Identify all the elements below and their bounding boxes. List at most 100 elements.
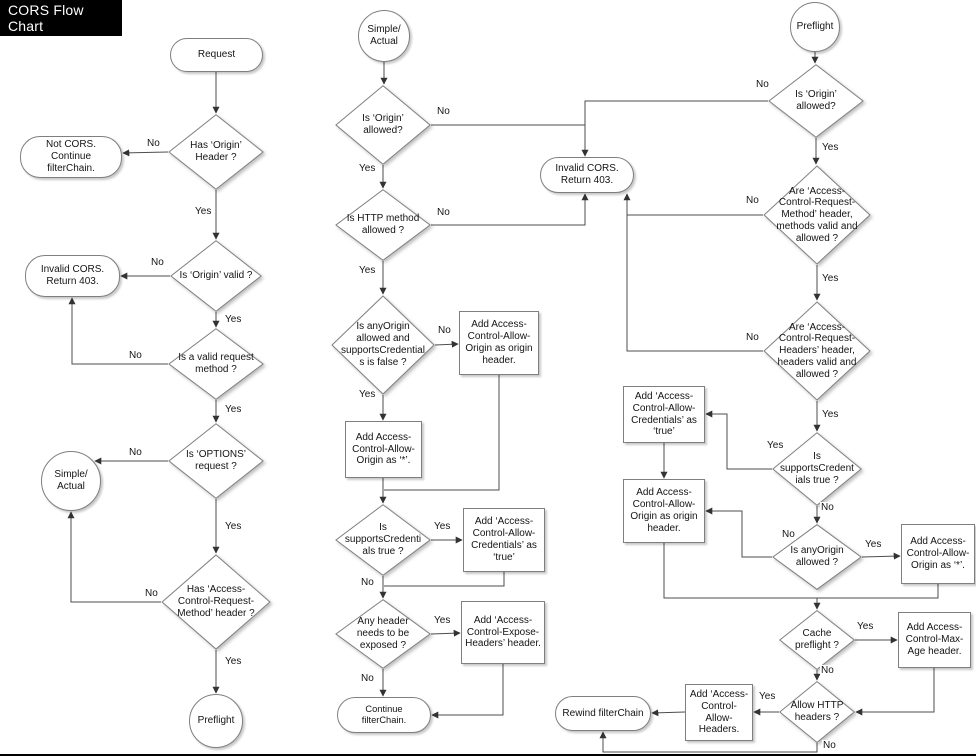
node-label: Add ‘Access-Control-Allow-Credentials’ a… [631, 390, 697, 438]
edge-label-yes: Yes [224, 404, 243, 415]
edge [599, 731, 818, 753]
edges-left [67, 72, 220, 694]
edge [384, 572, 505, 587]
node-label: Is ‘Origin’ allowed? [795, 89, 837, 112]
diamond-shape [168, 328, 264, 400]
node-label: Invalid CORS. Return 403. [40, 264, 105, 287]
diamond-shape [331, 295, 435, 395]
edge-label-no: No [755, 79, 770, 90]
node-not-cors: Not CORS. Continue filterChain. [20, 136, 122, 178]
decision-supports-credentials-right: Is supportsCredentials true ? [772, 432, 862, 506]
decision-valid-request-method: Is a valid request method ? [168, 328, 264, 400]
node-label: Are ‘Access-Control-Request-Method’ head… [776, 185, 858, 244]
edge-label-no: No [128, 350, 143, 361]
node-request: Request [170, 38, 263, 72]
node-add-allow-headers: Add ‘Access-Control-Allow-Headers. [685, 684, 753, 741]
edge-label-yes: Yes [758, 691, 777, 702]
edges-right [599, 52, 939, 753]
diamond-shape [168, 114, 264, 190]
edge-label-yes: Yes [766, 440, 785, 451]
decision-options-request: Is ‘OPTIONS’ request ? [168, 423, 264, 499]
node-label: Request [197, 49, 236, 61]
node-label: Add Access-Control-Allow-Origin as origi… [465, 319, 533, 366]
node-label: Any header needs to be exposed ? [356, 616, 410, 651]
diamond-shape [170, 240, 262, 312]
edge-label-yes: Yes [224, 314, 243, 325]
node-label: Is ‘OPTIONS’ request ? [185, 449, 246, 472]
decision-allow-http-headers: Allow HTTP headers ? [779, 681, 855, 743]
edge-label-no: No [820, 502, 835, 513]
node-label: Is a valid request method ? [178, 352, 254, 375]
diamond-shape [763, 301, 871, 401]
edge-label-yes: Yes [821, 142, 840, 153]
decision-acrm-valid: Are ‘Access-Control-Request-Method’ head… [763, 165, 871, 265]
node-label: Simple/ Actual [54, 469, 88, 492]
edge-label-no: No [360, 577, 375, 588]
edge-label-yes: Yes [358, 389, 377, 400]
node-label: Cache preflight ? [795, 628, 839, 651]
edge [584, 100, 768, 125]
decision-cache-preflight: Cache preflight ? [779, 610, 855, 670]
node-label: Is anyOrigin allowed and supportsCredent… [341, 321, 425, 368]
node-label: Is ‘Origin’ valid ? [179, 270, 253, 282]
edge-label-no: No [144, 588, 159, 599]
node-label: Is HTTP method allowed ? [346, 213, 420, 236]
node-label: Not CORS. Continue filterChain. [45, 139, 96, 174]
diamond-shape [772, 432, 862, 506]
edge-label-no: No [436, 207, 451, 218]
node-label: Simple/ Actual [367, 24, 401, 47]
node-label: Add Access-Control-Max-Age header. [905, 622, 964, 657]
edge [431, 193, 589, 226]
edge-label-no: No [150, 257, 165, 268]
edge [705, 410, 772, 470]
node-add-acao-origin-mid: Add Access-Control-Allow-Origin as origi… [459, 311, 539, 375]
edge [651, 709, 686, 717]
decision-any-header-exposed: Any header needs to be exposed ? [335, 599, 431, 669]
node-add-max-age: Add Access-Control-Max-Age header. [898, 612, 971, 668]
edge-label-yes: Yes [433, 521, 452, 532]
edge [663, 543, 821, 610]
diamond-shape [168, 423, 264, 499]
edge-label-yes: Yes [856, 621, 875, 632]
diamond-shape [335, 189, 431, 261]
edge-label-no: No [745, 332, 760, 343]
edge-label-no: No [822, 740, 837, 751]
node-preflight-left: Preflight [189, 694, 243, 748]
edge-label-yes: Yes [821, 273, 840, 284]
node-label: Allow HTTP headers ? [790, 700, 844, 723]
node-rewind-filterchain: Rewind filterChain [555, 696, 651, 731]
edge [430, 629, 461, 637]
node-label: Are ‘Access-Control-Request-Headers’ hea… [777, 321, 857, 380]
node-label: Add ‘Access-Control-Allow-Headers. [689, 688, 749, 736]
decision-acrh-valid: Are ‘Access-Control-Request-Headers’ hea… [763, 301, 871, 401]
diamond-shape [768, 64, 864, 138]
edge [384, 375, 500, 491]
diamond-shape [779, 610, 855, 670]
node-label: Preflight [197, 715, 235, 727]
edge [67, 511, 161, 603]
decision-http-method-allowed: Is HTTP method allowed ? [335, 189, 431, 261]
diamond-shape [335, 85, 431, 165]
node-add-acac-true-right: Add ‘Access-Control-Allow-Credentials’ a… [623, 386, 705, 443]
node-continue-filterchain: Continue filterChain. [337, 697, 431, 733]
node-label: Is ‘Origin’ allowed? [362, 113, 404, 136]
edge [623, 193, 763, 216]
node-simple-actual-mid: Simple/ Actual [358, 10, 410, 62]
edge-label-no: No [128, 447, 143, 458]
decision-anyorigin-credentials-false: Is anyOrigin allowed and supportsCredent… [331, 295, 435, 395]
node-label: Invalid CORS. Return 403. [555, 163, 619, 186]
edge-label-no: No [745, 195, 760, 206]
node-invalid-cors-mid: Invalid CORS. Return 403. [540, 157, 634, 193]
edge [431, 664, 504, 719]
node-label: Is supportsCredentials true ? [780, 451, 854, 486]
node-label: Preflight [796, 21, 834, 33]
diamond-shape [335, 599, 431, 669]
edge-label-yes: Yes [433, 615, 452, 626]
node-invalid-cors-left: Invalid CORS. Return 403. [25, 255, 120, 297]
node-label: Has ‘Origin’ Header ? [190, 140, 242, 163]
edge-label-no: No [437, 325, 452, 336]
node-label: Add ‘Access-Control-Expose-Headers’ head… [465, 614, 541, 650]
node-label: Is anyOrigin allowed ? [790, 545, 844, 568]
diamond-shape [335, 504, 431, 576]
node-label: Continue filterChain. [361, 704, 407, 725]
